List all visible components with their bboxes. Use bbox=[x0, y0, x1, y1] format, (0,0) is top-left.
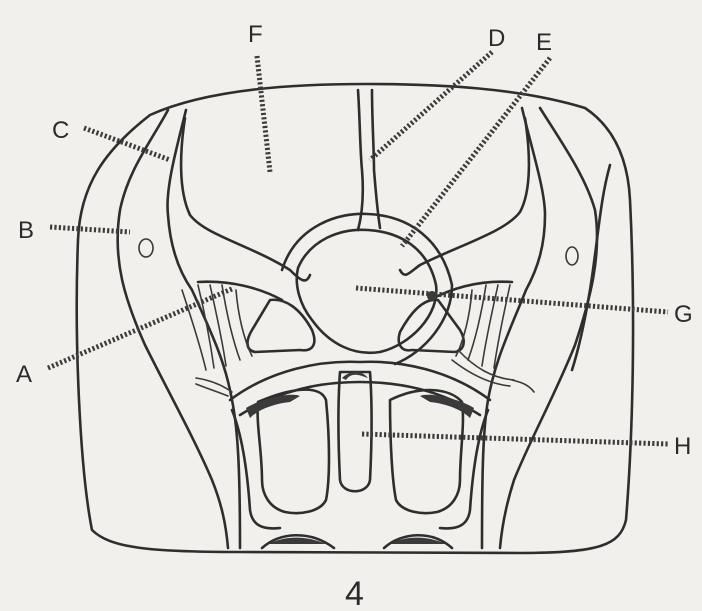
central-channel bbox=[339, 372, 372, 491]
left-ring bbox=[139, 239, 153, 257]
lower-right-chamber bbox=[390, 390, 463, 513]
dark-accent-right bbox=[420, 395, 474, 418]
right-ring bbox=[566, 247, 578, 265]
dark-accent-left bbox=[246, 395, 300, 418]
left-inner-wall bbox=[167, 110, 240, 548]
upper-chamber-left bbox=[181, 118, 310, 280]
leader-line-c bbox=[84, 128, 170, 160]
right-fibre-ends bbox=[512, 380, 534, 392]
lower-left-chamber bbox=[258, 390, 329, 513]
right-triangle bbox=[399, 300, 464, 352]
figure-number: 4 bbox=[345, 575, 364, 611]
leader-line-h bbox=[362, 434, 668, 444]
label-c: C bbox=[52, 117, 69, 144]
label-f: F bbox=[248, 21, 263, 48]
label-d: D bbox=[488, 25, 505, 52]
label-b: B bbox=[18, 217, 34, 244]
leader-line-f bbox=[257, 56, 270, 172]
lower-right-chamber-wall bbox=[440, 410, 488, 528]
label-h: H bbox=[674, 433, 691, 460]
left-fibres bbox=[182, 285, 252, 370]
label-g: G bbox=[674, 301, 693, 328]
label-a: A bbox=[16, 361, 32, 388]
central-chamber-outer bbox=[282, 214, 452, 364]
label-e: E bbox=[536, 29, 552, 56]
midline-septum bbox=[358, 90, 363, 230]
leader-line-g bbox=[356, 288, 668, 312]
leader-line-d bbox=[370, 52, 492, 160]
